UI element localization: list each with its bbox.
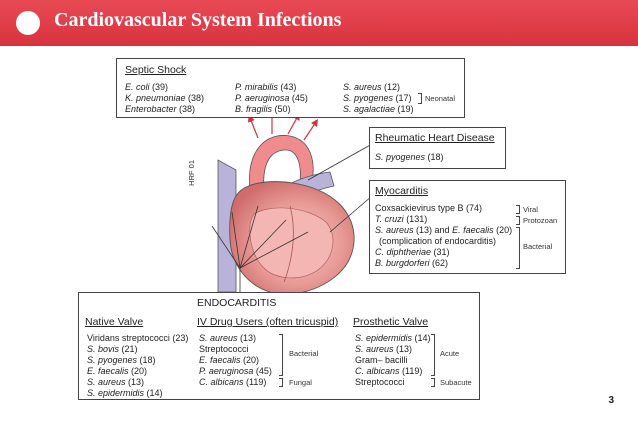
bacterial-note: Bacterial [523,242,553,251]
iv-drug-users-list: S. aureus (13) Streptococci E. faecalis … [199,333,272,388]
bullet-circle-icon [16,11,40,35]
subacute-note: Subacute [440,378,472,387]
list-item: S. agalactiae (19) [343,104,414,114]
viral-note: Viral [523,205,538,214]
acute-bracket [431,334,435,376]
list-item: E. faecalis (20) [87,366,148,376]
septic-shock-col2: P. mirabilis (43) P. aeruginosa (45) B. … [235,82,308,115]
page-number: 3 [608,395,614,406]
list-item: S. aureus (13) and E. faecalis (20) [375,225,513,235]
septic-shock-box: Septic Shock E. coli (39) K. pneumoniae … [116,58,465,118]
list-item: P. aeruginosa (45) [199,366,272,376]
list-item: P. aeruginosa (45) [235,93,308,103]
myocarditis-title: Myocarditis [375,185,429,197]
septic-shock-col3: S. aureus (12) S. pyogenes (17) S. agala… [343,82,414,115]
list-item: Gram– bacilli [355,355,408,365]
list-item: S. pyogenes (18) [375,152,444,162]
list-item: S. aureus (13) [87,377,145,387]
list-item: Coxsackievirus type B (74) [375,203,483,213]
prosthetic-valve-title: Prosthetic Valve [353,316,429,328]
list-item: Streptococci [355,377,405,387]
list-item: S. aureus (13) [355,344,413,354]
list-item: Enterobacter (38) [125,104,196,114]
native-valve-list: Viridans streptococci (23) S. bovis (21)… [87,333,188,399]
septic-shock-col1: E. coli (39) K. pneumoniae (38) Enteroba… [125,82,204,115]
list-item: E. faecalis (20) [199,355,260,365]
list-item: S. pyogenes (18) [87,355,156,365]
myocarditis-box: Myocarditis Coxsackievirus type B (74) T… [369,180,566,274]
list-item: Streptococci [199,344,249,354]
list-item: S. epidermidis (14) [355,333,431,343]
list-item: E. coli (39) [125,82,169,92]
ivdu-bacterial-note: Bacterial [289,349,319,358]
rheumatic-heart-disease-box: Rheumatic Heart Disease S. pyogenes (18) [369,127,506,169]
endocarditis-box: ENDOCARDITIS Native Valve Viridans strep… [78,292,480,400]
native-valve-title: Native Valve [85,316,144,328]
figure-code: HRF 01 [187,160,196,186]
heart-chamber-inner [249,207,334,279]
septic-shock-title: Septic Shock [125,64,187,76]
list-item: S. aureus (12) [343,82,401,92]
neonatal-bracket [418,93,422,104]
list-item: K. pneumoniae (38) [125,93,205,103]
page-title: Cardiovascular System Infections [54,9,342,31]
list-item: C. albicans (119) [355,366,423,376]
bacterial-bracket [516,227,520,269]
endocarditis-title: ENDOCARDITIS [197,297,277,309]
list-item: S. epidermidis (14) [87,388,163,398]
septum [283,205,294,283]
protozoan-bracket [516,216,520,225]
list-item: S. pyogenes (17) [343,93,412,103]
rheumatic-title: Rheumatic Heart Disease [375,132,495,144]
prosthetic-valve-list: S. epidermidis (14) S. aureus (13) Gram–… [355,333,431,388]
neonatal-note: Neonatal [425,94,456,103]
list-item: Viridans streptococci (23) [87,333,189,343]
viral-bracket [516,205,520,214]
iv-drug-users-title: IV Drug Users (often tricuspid) [197,316,339,328]
list-item: B. fragilis (50) [235,104,291,114]
list-item: T. cruzi (131) [375,214,428,224]
title-bar: Cardiovascular System Infections [0,0,638,46]
ivdu-fungal-bracket [279,378,283,387]
list-item: C. albicans (119) [199,377,267,387]
list-item: (complication of endocarditis) [379,236,497,246]
ivdu-bacterial-bracket [279,334,283,376]
list-item: B. burgdorferi (62) [375,258,449,268]
acute-note: Acute [440,349,460,358]
list-item: S. aureus (13) [199,333,257,343]
protozoan-note: Protozoan [523,216,558,225]
list-item: P. mirabilis (43) [235,82,297,92]
list-item: S. bovis (21) [87,344,138,354]
ivdu-fungal-note: Fungal [289,378,312,387]
list-item: C. diphtheriae (31) [375,247,450,257]
subacute-bracket [431,378,435,387]
